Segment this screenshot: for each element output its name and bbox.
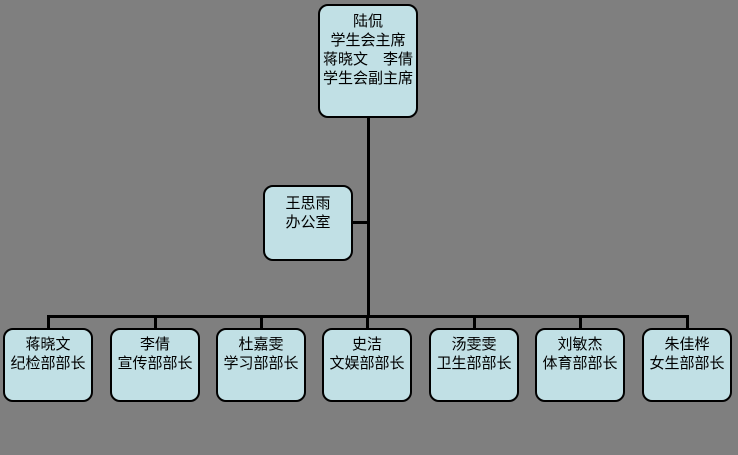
dept-member-title: 体育部部长 — [542, 354, 618, 372]
connector-office-stub — [352, 221, 368, 224]
office-title: 办公室 — [285, 213, 331, 231]
dept-member-name: 史洁 — [351, 335, 382, 353]
org-box-dept-sports[interactable]: 刘敏杰 体育部部长 — [535, 328, 625, 402]
dept-member-name: 蒋晓文 — [25, 335, 71, 353]
dept-member-title: 文娱部部长 — [329, 354, 405, 372]
org-box-root[interactable]: 陆侃 学生会主席 蒋晓文 李倩 学生会副主席 — [318, 4, 418, 118]
dept-member-name: 李倩 — [139, 335, 170, 353]
connector-stub-2 — [154, 318, 157, 328]
connector-stub-5 — [473, 318, 476, 328]
connector-trunk — [367, 117, 370, 318]
connector-stub-4 — [366, 318, 369, 328]
connector-stub-7 — [686, 318, 689, 328]
dept-member-title: 学习部部长 — [223, 354, 299, 372]
org-box-dept-hygiene[interactable]: 汤雯雯 卫生部部长 — [429, 328, 519, 402]
office-name: 王思雨 — [285, 194, 331, 212]
dept-member-title: 宣传部部长 — [117, 354, 193, 372]
root-deputy-names: 蒋晓文 李倩 — [322, 50, 413, 68]
root-name: 陆侃 — [352, 12, 383, 30]
dept-member-name: 汤雯雯 — [451, 335, 497, 353]
dept-member-name: 刘敏杰 — [557, 335, 603, 353]
connector-bus — [47, 315, 689, 318]
dept-member-name: 朱佳桦 — [664, 335, 710, 353]
connector-stub-6 — [579, 318, 582, 328]
connector-stub-3 — [260, 318, 263, 328]
org-box-office[interactable]: 王思雨 办公室 — [263, 185, 353, 261]
root-deputy-title: 学生会副主席 — [322, 69, 413, 87]
dept-member-title: 卫生部部长 — [436, 354, 512, 372]
dept-member-title: 女生部部长 — [649, 354, 725, 372]
org-box-dept-discipline[interactable]: 蒋晓文 纪检部部长 — [3, 328, 93, 402]
org-box-dept-publicity[interactable]: 李倩 宣传部部长 — [110, 328, 200, 402]
dept-member-title: 纪检部部长 — [10, 354, 86, 372]
org-box-dept-girls[interactable]: 朱佳桦 女生部部长 — [642, 328, 732, 402]
root-title: 学生会主席 — [330, 31, 406, 49]
org-box-dept-study[interactable]: 杜嘉雯 学习部部长 — [216, 328, 306, 402]
org-box-dept-entertainment[interactable]: 史洁 文娱部部长 — [322, 328, 412, 402]
dept-member-name: 杜嘉雯 — [238, 335, 284, 353]
connector-stub-1 — [47, 318, 50, 328]
